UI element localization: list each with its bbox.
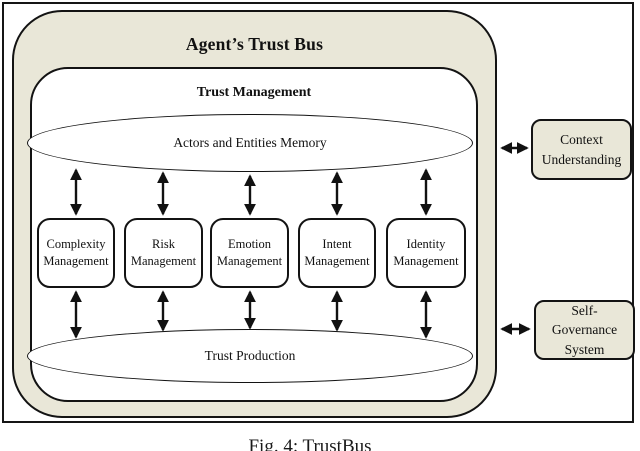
self-governance-system-box: Self-Governance System (534, 300, 635, 360)
intent-management-label: Intent Management (304, 237, 370, 268)
agents-trust-bus-title: Agent’s Trust Bus (185, 34, 324, 54)
emotion-management-box: Emotion Management (210, 218, 289, 288)
identity-management-label: Identity Management (393, 237, 459, 268)
context-understanding-box: Context Understanding (531, 119, 632, 180)
trust-production-label: Trust Production (204, 348, 296, 363)
risk-management-label: Risk Management (130, 237, 197, 268)
complexity-management-label: Complexity Management (43, 237, 109, 268)
complexity-management-box: Complexity Management (37, 218, 115, 288)
figure-caption: Fig. 4: TrustBus (248, 436, 372, 451)
intent-management-box: Intent Management (298, 218, 376, 288)
identity-management-box: Identity Management (386, 218, 466, 288)
actors-entities-memory-label: Actors and Entities Memory (173, 135, 327, 150)
actors-entities-memory-ellipse: Actors and Entities Memory (27, 114, 473, 172)
risk-management-box: Risk Management (124, 218, 203, 288)
trust-management-title: Trust Management (196, 85, 312, 100)
self-governance-system-label: Self-Governance System (551, 302, 618, 357)
trust-production-ellipse: Trust Production (27, 329, 473, 383)
context-understanding-label: Context Understanding (541, 131, 622, 167)
emotion-management-label: Emotion Management (216, 237, 283, 268)
